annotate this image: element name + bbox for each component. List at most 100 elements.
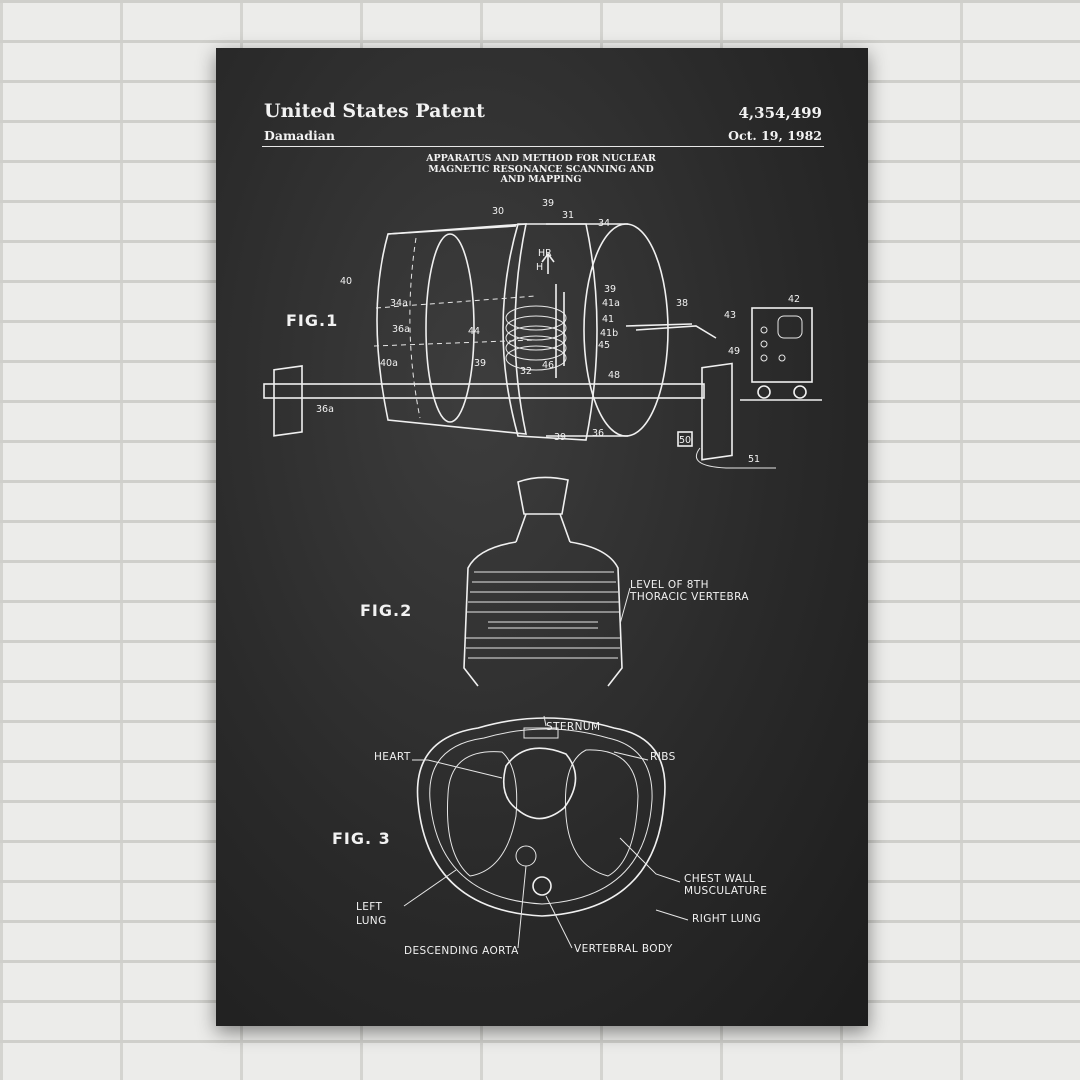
vertebral-leader [545,895,573,949]
patent-drawings: 30 39 31 34 40 34a 36a 40a 44 39 32 46 H… [263,198,822,957]
torso-outline [463,541,623,687]
aorta-leader [517,865,527,949]
ref-34a: 34a [390,298,408,309]
ref-h: H [536,262,543,273]
ref-39c: 39 [604,284,616,295]
right-lung [564,749,639,877]
ribs-leader [613,751,649,761]
cylinder-top-edge [387,225,517,235]
header-rule [262,146,824,147]
ref-40a: 40a [380,358,398,369]
cylinder-mid-segment [502,223,598,441]
body-outline [416,717,666,917]
ref-41a: 41a [602,298,620,309]
ref-38: 38 [676,298,688,309]
vertebral-body [532,876,552,896]
console-wheel [757,385,771,399]
ref-39d: 39 [554,432,566,443]
chest-wall-leader [619,837,681,883]
vertebra-annotation-line1: LEVEL OF 8TH [630,579,709,591]
field-arrow [541,252,555,274]
ref-36a-b: 36a [316,404,334,415]
ref-36: 36 [592,428,604,439]
ref-43: 43 [724,310,736,321]
head-outline [517,476,569,515]
invention-title-line: MAGNETIC RESONANCE SCANNING AND [428,163,654,175]
chest-wall-label-line2: MUSCULATURE [684,885,767,897]
patent-title: United States Patent [264,100,485,122]
sternum-label: STERNUM [546,721,600,733]
fig3-cross-section: STERNUM HEART RIBS FIG. 3 CHEST WALL MUS… [332,715,767,957]
console-screen [777,315,803,339]
cable-51 [695,447,776,469]
ref-41b: 41b [600,328,618,339]
invention-title-line: AND MAPPING [500,174,582,185]
ref-46: 46 [542,360,554,371]
ref-40: 40 [340,276,352,287]
patent-number: 4,354,499 [738,104,822,122]
heart-label: HEART [374,751,411,763]
ref-50: 50 [679,435,691,446]
fig3-label: FIG. 3 [332,829,391,848]
left-lung [447,751,518,877]
rf-coil [505,305,567,371]
vertebra-level-band [488,621,598,629]
fig1-scanner-drawing: 30 39 31 34 40 34a 36a 40a 44 39 32 46 H… [263,198,822,469]
box-50 [677,431,693,447]
scan-lines [466,571,620,659]
ref-30: 30 [492,206,504,217]
ref-36a: 36a [392,324,410,335]
base-rail [263,383,705,399]
ref-32: 32 [520,366,532,377]
ref-45: 45 [598,340,610,351]
right-lung-leader [655,909,689,921]
cable-43 [625,323,693,327]
sternum-leader [543,715,547,727]
left-lung-leader [403,869,457,907]
heart [502,747,577,820]
control-console [751,307,813,383]
console-wheel [793,385,807,399]
invention-title-line: APPARATUS AND METHOD FOR NUCLEAR [426,153,656,164]
left-lung-label-line1: LEFT [356,901,383,913]
fig1-label: FIG.1 [286,311,338,330]
inventor-name: Damadian [264,128,335,143]
ref-48: 48 [608,370,620,381]
sternum [523,727,559,739]
ref-hr: HR [538,248,552,259]
patent-date: Oct. 19, 1982 [728,128,822,143]
neck [515,513,571,543]
descending-aorta-label: DESCENDING AORTA [404,945,519,957]
inner-dash-curve [409,237,421,419]
cylinder-ring [425,233,475,423]
vertebra-annotation-line2: THORACIC VERTEBRA [629,591,749,603]
ref-41: 41 [602,314,614,325]
chest-wall-inner [429,728,653,905]
ref-44: 44 [468,326,480,337]
invention-title: APPARATUS AND METHOD FOR NUCLEAR MAGNETI… [406,153,676,186]
field-coils [555,284,565,378]
right-lung-label: RIGHT LUNG [692,913,761,925]
left-stand [273,365,303,437]
heart-leader [412,759,503,779]
chest-wall-label-line1: CHEST WALL [684,873,755,885]
fig2-torso-drawing: FIG.2 LEVEL OF 8TH THORACIC VERTEBRA [360,476,749,687]
ref-51: 51 [748,454,760,465]
right-stand [701,362,733,461]
cable-38 [635,325,717,339]
fig2-label: FIG.2 [360,601,412,620]
ribs-label: RIBS [650,751,676,763]
patent-poster: United States Patent 4,354,499 Damadian … [216,48,868,1026]
left-lung-label-line2: LUNG [356,915,387,927]
ref-42: 42 [788,294,800,305]
descending-aorta [515,845,537,867]
ref-34: 34 [598,218,610,229]
cylinder-left-segment [376,223,528,435]
ref-31: 31 [562,210,574,221]
ref-49: 49 [728,346,740,357]
ref-39b: 39 [474,358,486,369]
vertebra-leader [619,587,631,625]
ref-39: 39 [542,198,554,209]
cylinder-edges [546,223,628,437]
vertebral-body-label: VERTEBRAL BODY [574,943,673,955]
